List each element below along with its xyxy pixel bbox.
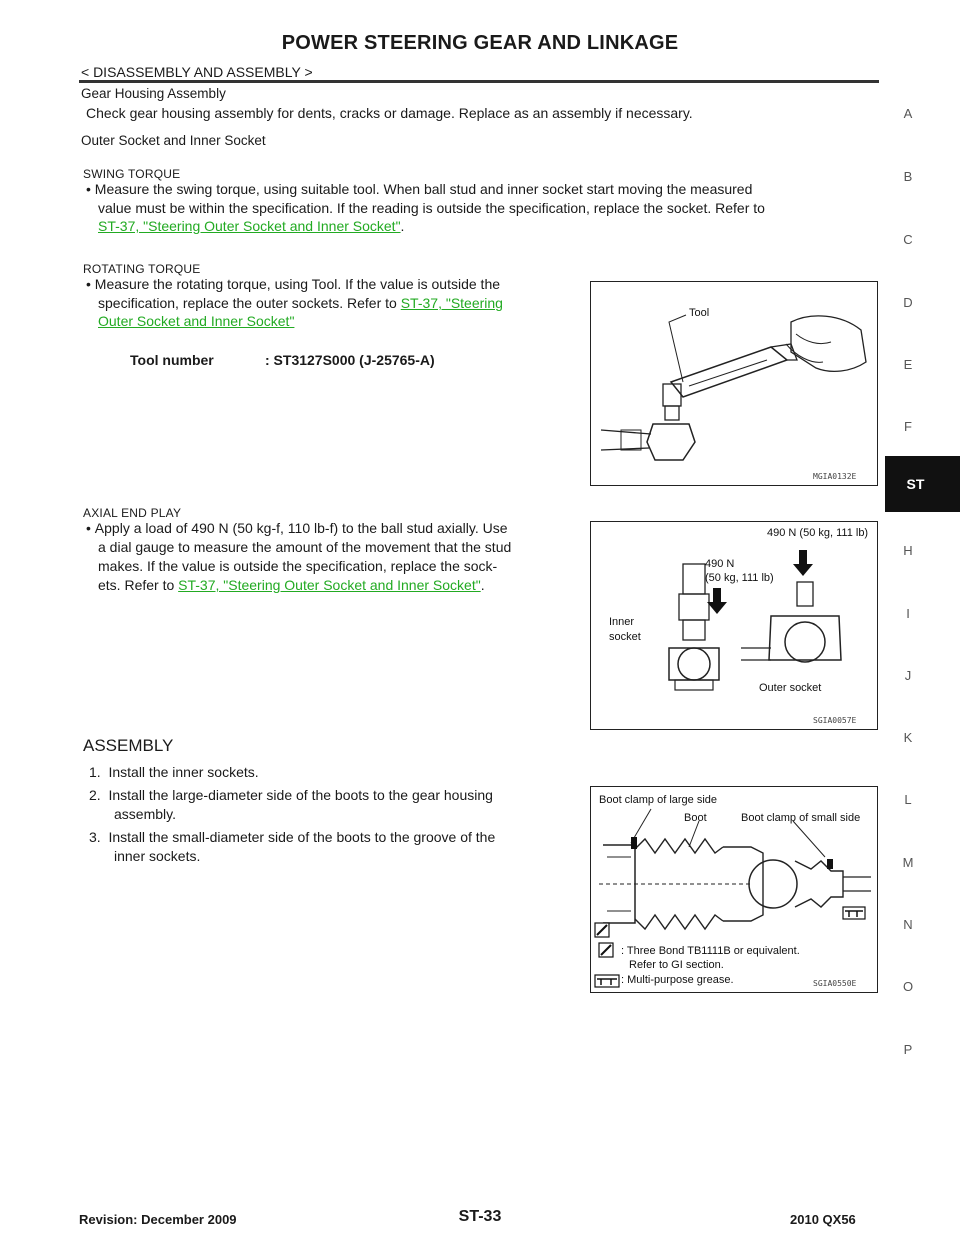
breadcrumb: < DISASSEMBLY AND ASSEMBLY > xyxy=(81,64,313,80)
figure-label-clamp-small: Boot clamp of small side xyxy=(741,812,861,824)
gear-housing-heading: Gear Housing Assembly xyxy=(81,86,226,101)
side-tab-j[interactable]: J xyxy=(904,668,912,683)
rotating-torque-bullet: • Measure the rotating torque, using Too… xyxy=(86,275,500,294)
side-tab-n[interactable]: N xyxy=(903,917,913,932)
figure-axial-end-play: 490 N (50 kg, 111 lb) 490 N (50 kg, 111 … xyxy=(590,521,878,730)
bullet-dot: • xyxy=(86,520,91,536)
side-tab-c[interactable]: C xyxy=(903,232,913,247)
figure-label-boot: Boot xyxy=(684,812,707,824)
figure-label-load-top: 490 N (50 kg, 111 lb) xyxy=(767,527,869,539)
figure-rotating-torque-tool: Tool MGIA0132E xyxy=(590,281,878,486)
tool-illustration xyxy=(600,314,867,461)
figure-label-load-left-2: (50 kg, 111 lb) xyxy=(705,572,774,584)
step-text: Install the small-diameter side of the b… xyxy=(108,829,496,845)
bullet-dot: • xyxy=(86,181,91,197)
swing-torque-period: . xyxy=(400,218,405,234)
side-tab-d[interactable]: D xyxy=(903,295,913,310)
figure-label-load-left-1: 490 N xyxy=(705,558,735,570)
boot-illustration xyxy=(594,808,871,988)
axial-end-play-heading: AXIAL END PLAY xyxy=(83,506,182,520)
axial-period: . xyxy=(480,577,485,593)
side-tab-a[interactable]: A xyxy=(903,106,913,121)
axial-link[interactable]: ST-37, "Steering Outer Socket and Inner … xyxy=(178,577,481,593)
side-tab-i[interactable]: I xyxy=(906,606,910,621)
figure-legend-sealant-ref: Refer to GI section. xyxy=(629,959,724,971)
assembly-step-1: 1. Install the inner sockets. xyxy=(89,763,259,782)
side-tab-b[interactable]: B xyxy=(903,169,913,184)
axial-line3: makes. If the value is outside the speci… xyxy=(98,558,498,574)
page-title: POWER STEERING GEAR AND LINKAGE xyxy=(281,32,679,54)
header-divider xyxy=(79,80,879,83)
figure-label-inner-2: socket xyxy=(609,631,641,643)
step-number: 2. xyxy=(89,787,101,803)
rotating-torque-link-b[interactable]: Outer Socket and Inner Socket" xyxy=(98,313,295,329)
axial-line4: ets. Refer to ST-37, "Steering Outer Soc… xyxy=(98,576,485,595)
swing-torque-line1: Measure the swing torque, using suitable… xyxy=(94,181,753,197)
rotating-torque-line1: Measure the rotating torque, using Tool.… xyxy=(94,276,501,292)
step-text: Install the inner sockets. xyxy=(108,764,259,780)
outer-inner-socket-heading: Outer Socket and Inner Socket xyxy=(81,133,266,148)
side-tab-f[interactable]: F xyxy=(904,419,912,434)
figure-label-tool: Tool xyxy=(689,307,710,319)
step-number: 1. xyxy=(89,764,101,780)
axial-line4-text: ets. Refer to xyxy=(98,577,179,593)
rotating-torque-line2: specification, replace the outer sockets… xyxy=(98,294,503,313)
rotating-torque-line2-text: specification, replace the outer sockets… xyxy=(98,295,401,311)
axial-line2: a dial gauge to measure the amount of th… xyxy=(98,539,512,555)
figure-label-inner-1: Inner xyxy=(609,616,635,628)
axial-end-play-bullet: • Apply a load of 490 N (50 kg-f, 110 lb… xyxy=(86,519,508,538)
side-tab-st-active[interactable]: ST xyxy=(885,456,960,512)
rotating-torque-line3: Outer Socket and Inner Socket" xyxy=(98,312,294,331)
assembly-step-2: 2. Install the large-diameter side of th… xyxy=(89,786,493,805)
tool-number-label: Tool number xyxy=(130,352,214,368)
side-tab-p[interactable]: P xyxy=(903,1042,913,1057)
swing-torque-line2: value must be within the specification. … xyxy=(98,200,765,216)
rotating-torque-heading: ROTATING TORQUE xyxy=(83,262,201,276)
figure-boot-assembly: Boot clamp of large side Boot Boot clamp… xyxy=(590,786,878,993)
gear-housing-text: Check gear housing assembly for dents, c… xyxy=(86,105,693,121)
side-tab-o[interactable]: O xyxy=(902,979,914,994)
swing-torque-heading: SWING TORQUE xyxy=(83,167,181,181)
figure-code: SGIA0057E xyxy=(813,716,857,725)
step-number: 3. xyxy=(89,829,101,845)
side-tab-k[interactable]: K xyxy=(903,730,913,745)
bullet-dot: • xyxy=(86,276,91,292)
assembly-step-3: 3. Install the small-diameter side of th… xyxy=(89,828,495,847)
side-tab-m[interactable]: M xyxy=(902,855,914,870)
footer-model: 2010 QX56 xyxy=(790,1212,856,1227)
footer-revision: Revision: December 2009 xyxy=(79,1212,237,1227)
swing-torque-bullet: • Measure the swing torque, using suitab… xyxy=(86,180,752,199)
axial-line1: Apply a load of 490 N (50 kg-f, 110 lb-f… xyxy=(94,520,508,536)
figure-label-clamp-large: Boot clamp of large side xyxy=(599,794,718,806)
footer-page-number: ST-33 xyxy=(458,1208,502,1225)
side-tab-l[interactable]: L xyxy=(904,792,912,807)
rotating-torque-link-a[interactable]: ST-37, "Steering xyxy=(400,295,503,311)
assembly-step-3-cont: inner sockets. xyxy=(114,848,201,864)
figure-legend-sealant: : Three Bond TB1111B or equivalent. xyxy=(621,945,800,957)
side-tab-h[interactable]: H xyxy=(903,543,913,558)
swing-torque-ref: ST-37, "Steering Outer Socket and Inner … xyxy=(98,217,404,236)
side-tab-e[interactable]: E xyxy=(903,357,913,372)
figure-label-outer-socket: Outer socket xyxy=(759,682,822,694)
axial-illustration xyxy=(668,550,842,691)
assembly-step-2-cont: assembly. xyxy=(114,806,176,822)
figure-legend-grease: : Multi-purpose grease. xyxy=(621,974,734,986)
step-text: Install the large-diameter side of the b… xyxy=(108,787,493,803)
swing-torque-link[interactable]: ST-37, "Steering Outer Socket and Inner … xyxy=(98,218,401,234)
tool-number-value: : ST3127S000 (J-25765-A) xyxy=(265,352,435,368)
figure-code: MGIA0132E xyxy=(813,472,857,481)
assembly-heading: ASSEMBLY xyxy=(83,736,174,755)
figure-code: SGIA0550E xyxy=(813,979,857,988)
